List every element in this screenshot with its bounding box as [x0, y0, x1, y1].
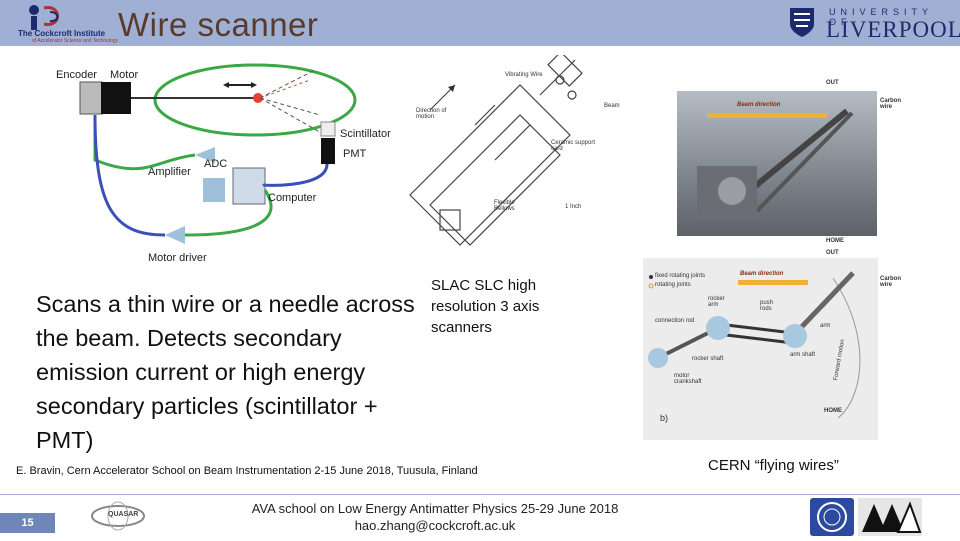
panel-b-label: b)	[660, 413, 669, 423]
quasar-logo: QUASAR	[88, 500, 148, 532]
home-label-bottom: HOME	[824, 408, 842, 414]
quasar-logo-icon	[91, 501, 145, 531]
flexible-bellows-label: Flexible Bellows	[494, 200, 515, 212]
connection-rod-label: connection rod	[655, 318, 695, 324]
rocker-shaft-label: rocker shaft	[692, 356, 724, 362]
legend-fixed-joints: fixed rotating joints	[655, 273, 706, 279]
page-title: Wire scanner	[118, 6, 319, 43]
cockcroft-logo	[14, 2, 114, 44]
adc-label: ADC	[204, 158, 228, 170]
cern-logo-icon	[810, 498, 854, 536]
computer-label: Computer	[268, 192, 317, 204]
footer-line1: AVA school on Low Energy Antimatter Phys…	[251, 501, 619, 516]
carbon-wire-label-bottom: Carbon wire	[880, 276, 901, 288]
beam-direction-label-top: Beam direction	[737, 102, 781, 108]
ceramic-support-label: Ceramic support card	[551, 140, 596, 152]
liverpool-crest-icon	[788, 6, 816, 43]
encoder-label: Encoder	[56, 69, 97, 81]
legend-rotating-joints: rotating joints	[655, 282, 691, 288]
cern-caption: CERN “flying wires”	[708, 457, 839, 474]
cern-flying-wire-photo	[677, 91, 877, 236]
slac-caption: SLAC SLC high resolution 3 axis scanners	[431, 277, 540, 336]
out-label-bottom: OUT	[826, 250, 839, 256]
out-label-top: OUT	[826, 80, 839, 86]
scan-description: Scans a thin wire or a needle across the…	[36, 291, 415, 453]
wire-scanner-schematic	[55, 60, 385, 265]
motor-label: Motor	[110, 69, 139, 81]
direction-of-motion-label: Direction of motion	[416, 108, 447, 120]
home-label-top: HOME	[826, 238, 844, 244]
flying-wire-mechanism-drawing	[643, 258, 878, 440]
slac-drawing-svg	[409, 51, 583, 246]
beam-direction-label-bottom: Beam direction	[740, 271, 784, 277]
institute-subtitle: of Accelerator Science and Technology	[32, 38, 119, 44]
motor-driver-label: Motor driver	[148, 252, 207, 264]
one-inch-label: 1 Inch	[565, 204, 582, 210]
university-label: UNIVERSITY OF	[829, 7, 933, 27]
footer-text: AVA school on Low Energy Antimatter Phys…	[220, 500, 650, 534]
pmt-label: PMT	[343, 148, 367, 160]
motor-crankshaft-label: motor crankshaft	[674, 373, 702, 385]
carbon-wire-label-top: Carbon wire	[880, 98, 901, 110]
institute-name: The Cockcroft Institute	[18, 29, 106, 38]
mechanism-drawing-svg	[648, 271, 861, 419]
footer-line2: hao.zhang@cockcroft.ac.uk	[354, 518, 516, 533]
arm-shaft-label: arm shaft	[790, 352, 816, 358]
rocker-arm-label: rocker arm	[708, 296, 725, 308]
beam-label: Beam	[604, 103, 620, 109]
photo-top-drawing	[697, 108, 854, 221]
footer-divider	[0, 494, 960, 495]
amplifier-label: Amplifier	[148, 166, 191, 178]
slac-scanner-drawing	[400, 51, 625, 250]
ava-logo-icon	[858, 498, 922, 536]
cockcroft-logo-icon	[29, 5, 59, 30]
quasar-logo-text: QUASAR	[108, 511, 139, 518]
page-number: 15	[0, 513, 55, 533]
schematic-drawing	[79, 63, 357, 244]
push-rods-label: push rods	[760, 300, 774, 312]
vibrating-wire-label: Vibrating Wire	[505, 72, 543, 78]
reference-citation: E. Bravin, Cern Accelerator School on Be…	[16, 465, 478, 477]
arm-label: arm	[820, 323, 831, 329]
scintillator-label: Scintillator	[340, 128, 391, 140]
university-name: LIVERPOOL	[826, 17, 960, 42]
